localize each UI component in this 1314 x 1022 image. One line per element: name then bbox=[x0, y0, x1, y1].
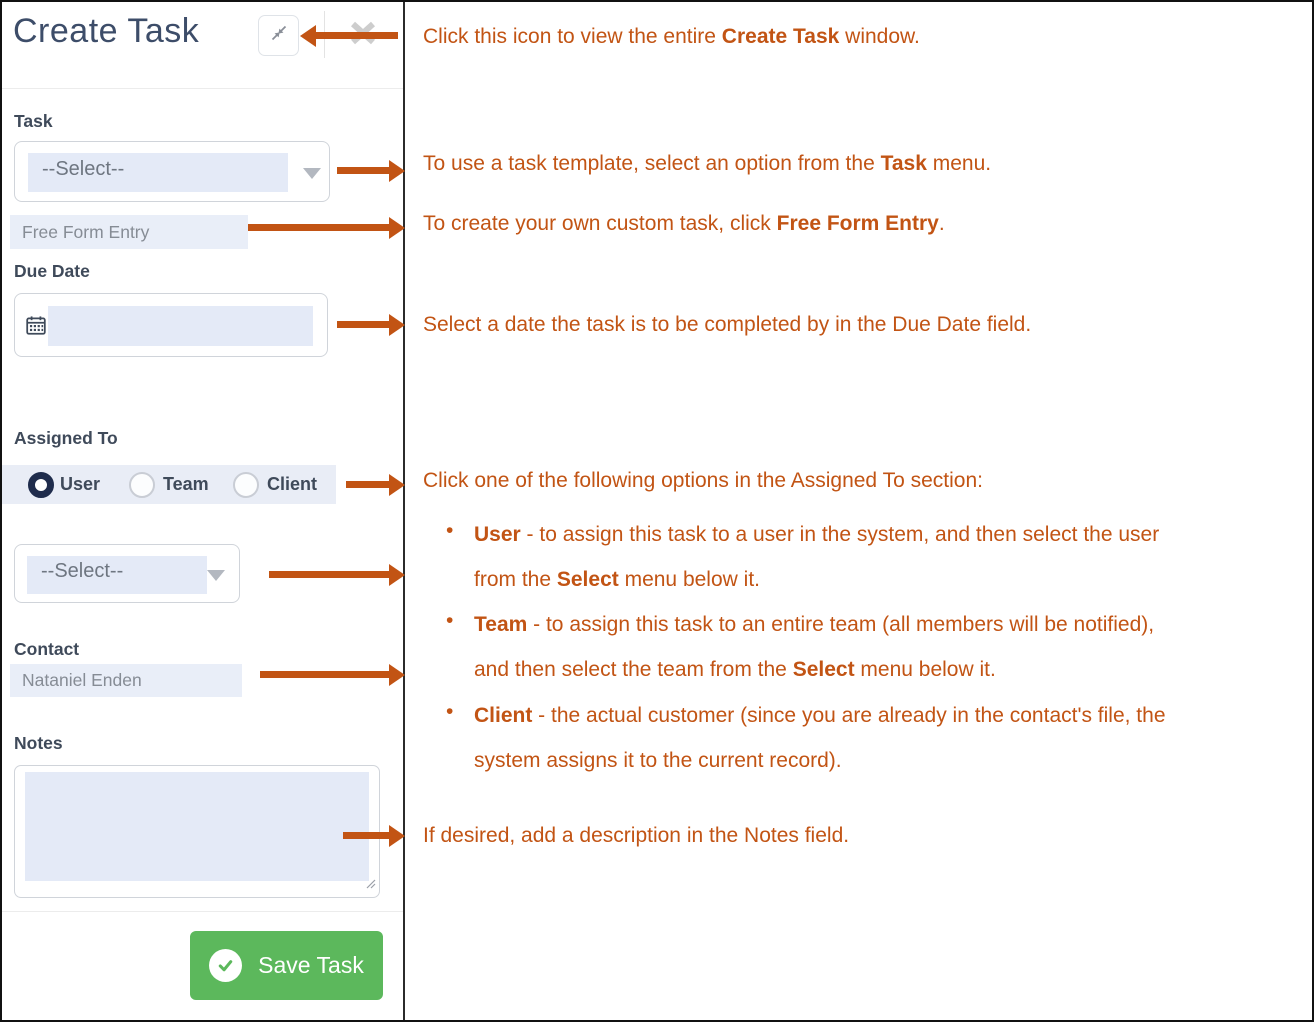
annotation-free-form: To create your own custom task, click Fr… bbox=[423, 212, 945, 235]
annotation-bullet-team: • Team - to assign this task to an entir… bbox=[446, 609, 1155, 681]
header-rule bbox=[2, 88, 403, 89]
annotation-arrow-contact bbox=[260, 671, 389, 678]
bullet-icon: • bbox=[446, 519, 454, 542]
caret-down-icon bbox=[303, 168, 321, 179]
contact-label: Contact bbox=[14, 639, 80, 659]
contact-value: Nataniel Enden bbox=[10, 664, 242, 697]
calendar-icon bbox=[25, 314, 47, 341]
radio-user-circle[interactable] bbox=[28, 472, 54, 498]
radio-client-label[interactable]: Client bbox=[267, 474, 318, 494]
annotation-assigned-to: Click one of the following options in th… bbox=[423, 469, 983, 492]
task-select-highlight bbox=[28, 153, 288, 192]
assignee-select[interactable]: --Select-- bbox=[14, 544, 240, 603]
notes-value bbox=[25, 772, 369, 881]
page-title: Create Task bbox=[13, 12, 200, 50]
radio-client-circle[interactable] bbox=[233, 472, 259, 498]
due-date-label: Due Date bbox=[14, 261, 90, 281]
compress-window-button[interactable] bbox=[258, 15, 299, 56]
caret-down-icon bbox=[207, 570, 225, 581]
due-date-input[interactable] bbox=[14, 293, 328, 357]
assigned-to-label: Assigned To bbox=[14, 428, 118, 448]
annotation-arrow-assignee bbox=[269, 571, 389, 578]
annotation-due-date: Select a date the task is to be complete… bbox=[423, 313, 1032, 336]
task-select-value: --Select-- bbox=[42, 158, 125, 180]
assignee-select-highlight bbox=[27, 556, 207, 594]
assigned-to-radio-group: User Team Client bbox=[2, 465, 336, 504]
free-form-entry-link[interactable]: Free Form Entry bbox=[10, 215, 248, 249]
annotation-notes: If desired, add a description in the Not… bbox=[423, 824, 850, 847]
annotation-arrow-due-date bbox=[337, 321, 389, 328]
compress-icon bbox=[269, 23, 289, 48]
annotation-arrow-task bbox=[337, 167, 389, 174]
annotation-arrow-compress bbox=[316, 32, 398, 39]
resize-handle-icon[interactable] bbox=[364, 876, 376, 894]
annotation-header: Click this icon to view the entire Creat… bbox=[423, 25, 920, 48]
bullet-icon: • bbox=[446, 700, 454, 723]
annotation-arrow-assigned bbox=[346, 481, 389, 488]
task-label: Task bbox=[14, 111, 53, 131]
footer-rule bbox=[2, 911, 403, 912]
radio-team-label[interactable]: Team bbox=[163, 474, 209, 494]
task-select[interactable]: --Select-- bbox=[14, 141, 330, 202]
assignee-select-value: --Select-- bbox=[41, 560, 124, 582]
annotation-bullet-user: • User - to assign this task to a user i… bbox=[446, 519, 1160, 591]
notes-label: Notes bbox=[14, 733, 63, 753]
save-task-button[interactable]: Save Task bbox=[190, 931, 383, 1000]
radio-team-circle[interactable] bbox=[129, 472, 155, 498]
create-task-window: Create Task Task bbox=[2, 2, 405, 1020]
annotation-arrow-notes bbox=[343, 832, 389, 839]
annotation-arrow-free-form bbox=[248, 224, 389, 231]
radio-user-label[interactable]: User bbox=[60, 474, 101, 494]
check-circle-icon bbox=[209, 949, 243, 982]
save-task-label: Save Task bbox=[258, 952, 364, 978]
due-date-value bbox=[48, 306, 313, 346]
annotation-bullet-client: • Client - the actual customer (since yo… bbox=[446, 700, 1166, 772]
annotation-task: To use a task template, select an option… bbox=[423, 152, 992, 175]
bullet-icon: • bbox=[446, 609, 454, 632]
notes-textarea[interactable] bbox=[14, 765, 380, 898]
